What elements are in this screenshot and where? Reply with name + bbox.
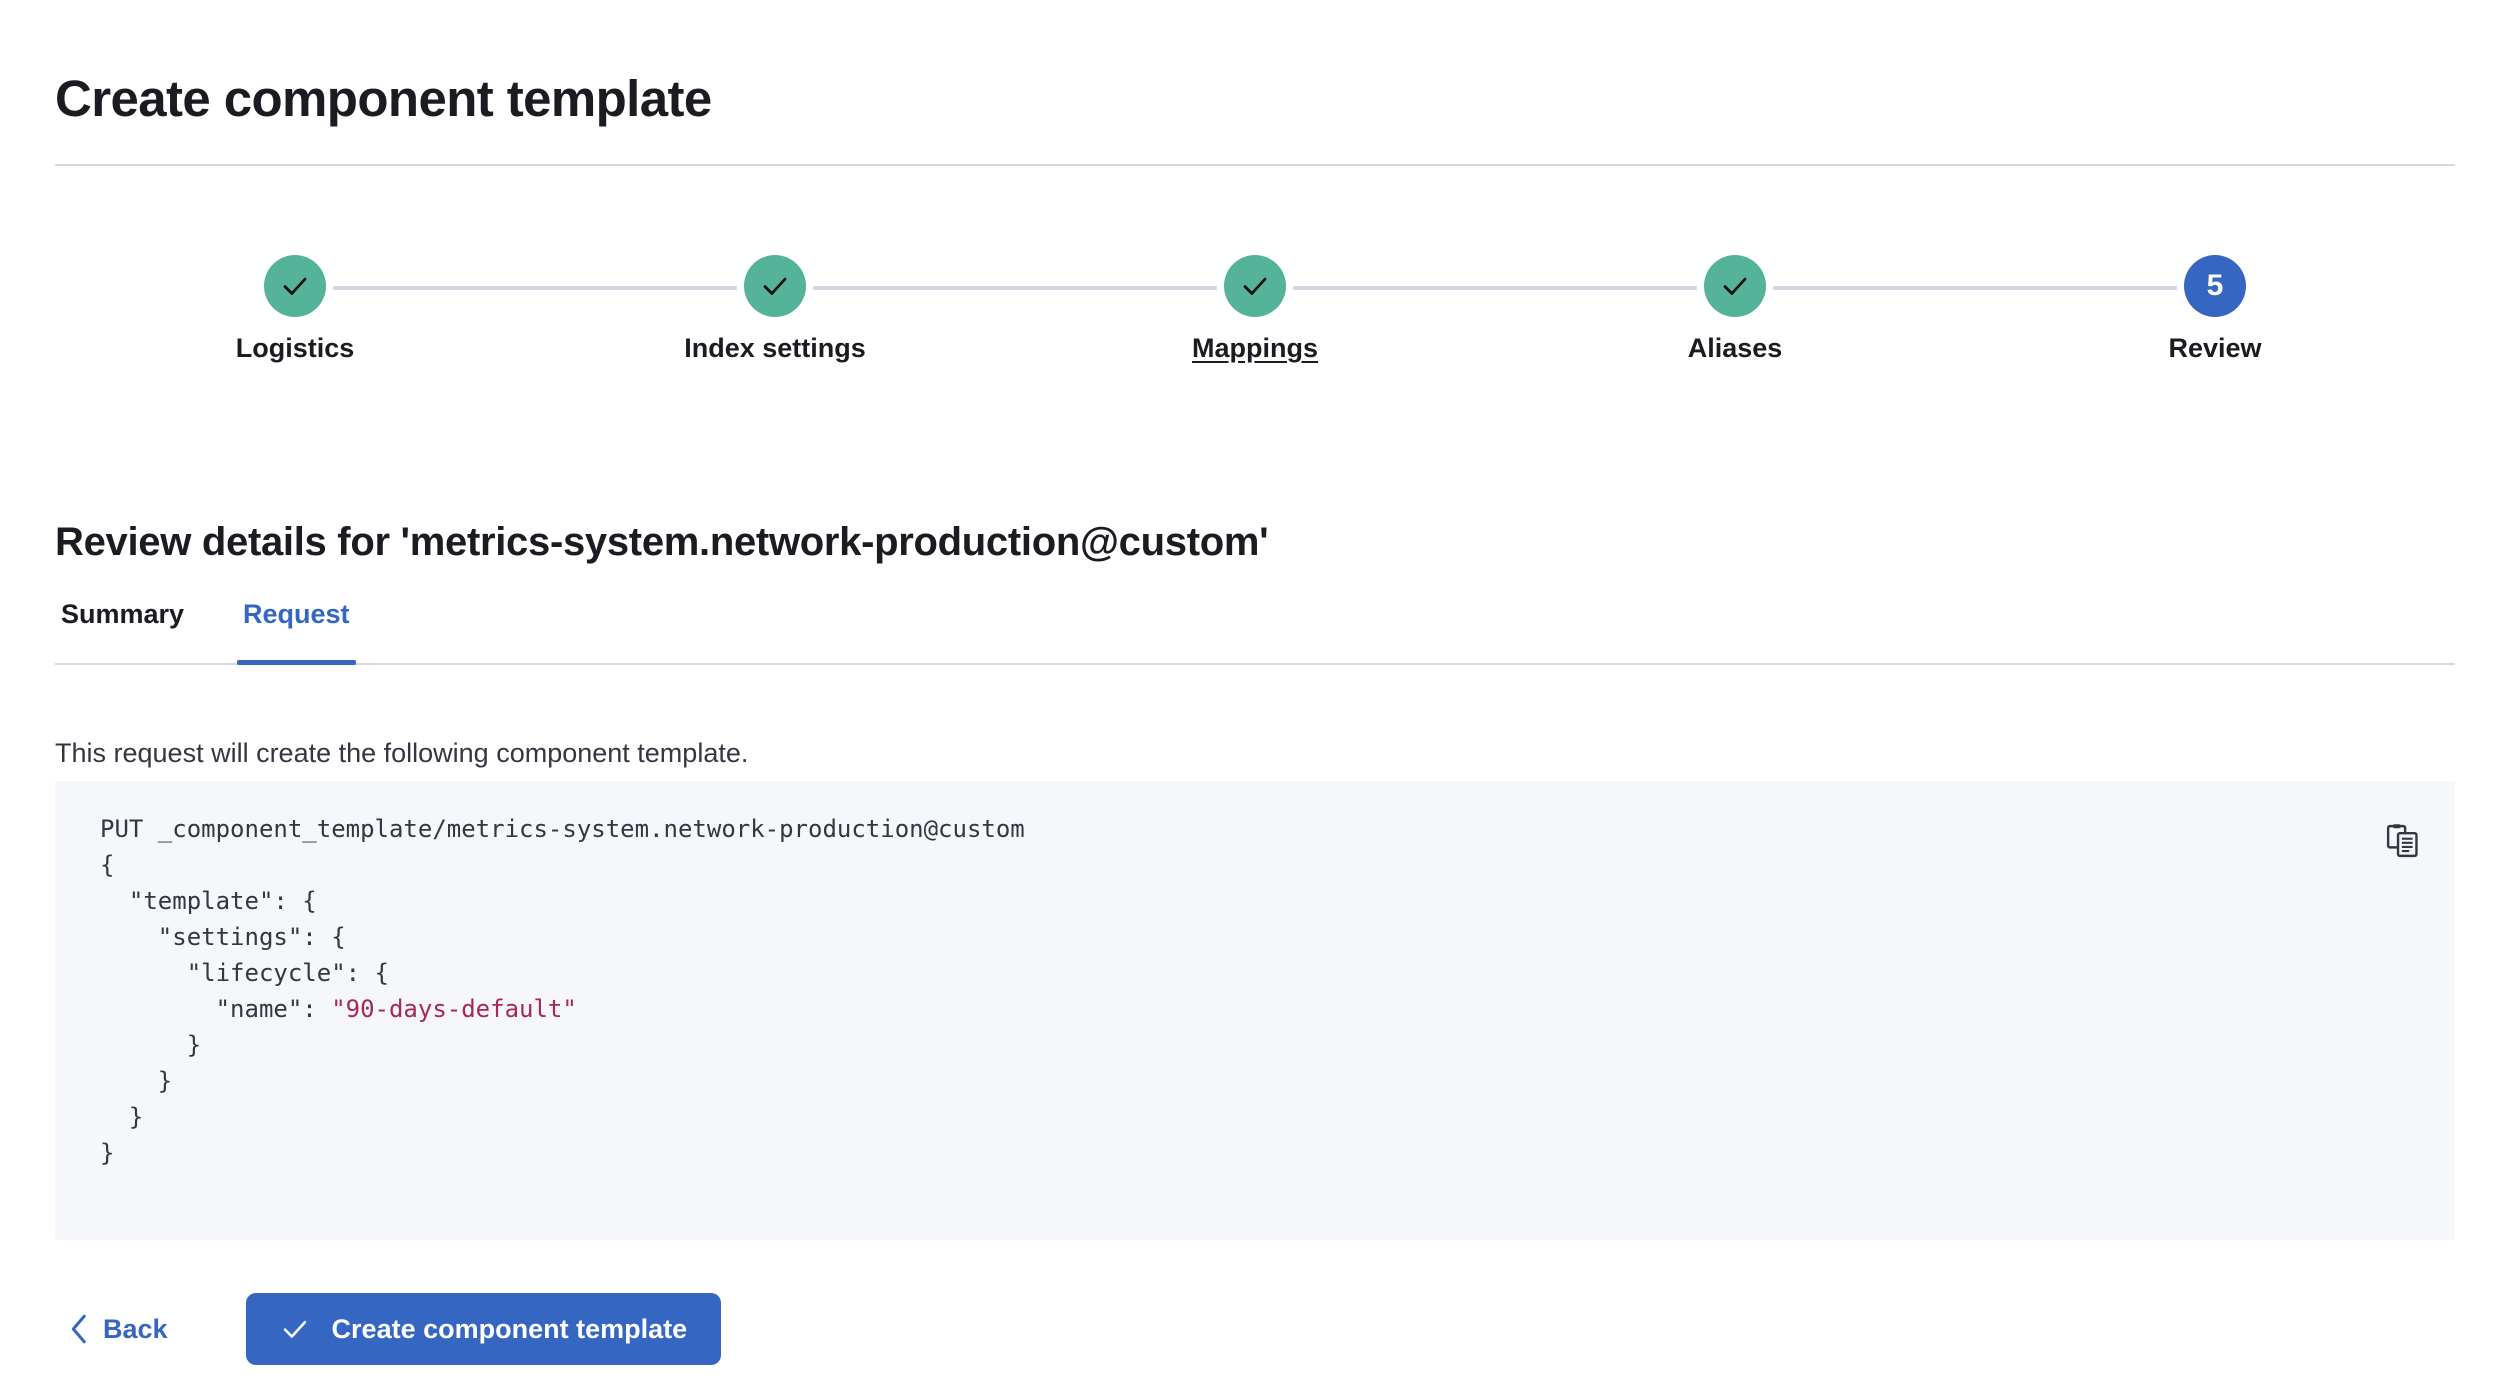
step-marker-5[interactable]: 5 [2184, 255, 2246, 317]
create-button-label: Create component template [331, 1313, 688, 1344]
step-mappings[interactable]: Mappings [1015, 255, 1495, 363]
review-heading: Review details for 'metrics-system.netwo… [55, 520, 1269, 565]
request-code-block: PUT _component_template/metrics-system.n… [55, 781, 2455, 1240]
code-line-3: "settings": { [100, 923, 346, 951]
step-label-4[interactable]: Aliases [1687, 333, 1783, 363]
create-component-template-button[interactable]: Create component template [245, 1293, 722, 1365]
step-index-settings[interactable]: Index settings [535, 255, 1015, 363]
request-code: PUT _component_template/metrics-system.n… [100, 811, 1025, 1171]
step-marker-1[interactable] [264, 255, 326, 317]
check-icon [763, 277, 787, 295]
code-line-9: } [100, 1139, 115, 1167]
code-line-2: "template": { [100, 887, 317, 915]
check-icon [283, 277, 307, 295]
step-label-3[interactable]: Mappings [1192, 333, 1318, 363]
copy-to-clipboard-button[interactable] [2379, 817, 2427, 865]
review-tabs: Summary Request [55, 597, 2455, 665]
code-line-7: } [100, 1067, 173, 1095]
step-aliases[interactable]: Aliases [1495, 255, 1975, 363]
chevron-left-icon [71, 1314, 86, 1344]
step-logistics[interactable]: Logistics [55, 255, 535, 363]
tab-summary[interactable]: Summary [55, 597, 190, 665]
check-icon [283, 1320, 306, 1338]
step-label-5[interactable]: Review [2168, 333, 2262, 363]
step-label-1[interactable]: Logistics [235, 333, 355, 363]
tab-active-indicator [237, 660, 356, 665]
check-icon [1243, 277, 1267, 295]
tab-summary-label: Summary [61, 599, 185, 629]
step-label-2[interactable]: Index settings [684, 333, 866, 363]
check-icon [1723, 277, 1747, 295]
code-line-6: } [100, 1031, 202, 1059]
step-number: 5 [2206, 269, 2224, 302]
tabs-underline [55, 663, 2455, 665]
back-button[interactable]: Back [55, 1306, 182, 1353]
tab-request[interactable]: Request [237, 597, 356, 665]
code-string-value: "90-days-default" [331, 995, 577, 1023]
step-marker-4[interactable] [1704, 255, 1766, 317]
tab-request-label: Request [243, 599, 350, 629]
page-title: Create component template [55, 70, 712, 128]
title-divider [55, 164, 2455, 166]
request-description: This request will create the following c… [55, 738, 749, 768]
step-marker-3[interactable] [1224, 255, 1286, 317]
code-line-8: } [100, 1103, 144, 1131]
back-button-label: Back [103, 1313, 168, 1344]
code-line-5: "name": "90-days-default" [100, 995, 577, 1023]
clipboard-copy-icon [2386, 824, 2418, 858]
step-marker-2[interactable] [744, 255, 806, 317]
code-line-4: "lifecycle": { [100, 959, 389, 987]
code-line-method: PUT _component_template/metrics-system.n… [100, 815, 1025, 843]
code-line-1: { [100, 851, 115, 879]
wizard-footer: Back Create component template [55, 1290, 722, 1368]
